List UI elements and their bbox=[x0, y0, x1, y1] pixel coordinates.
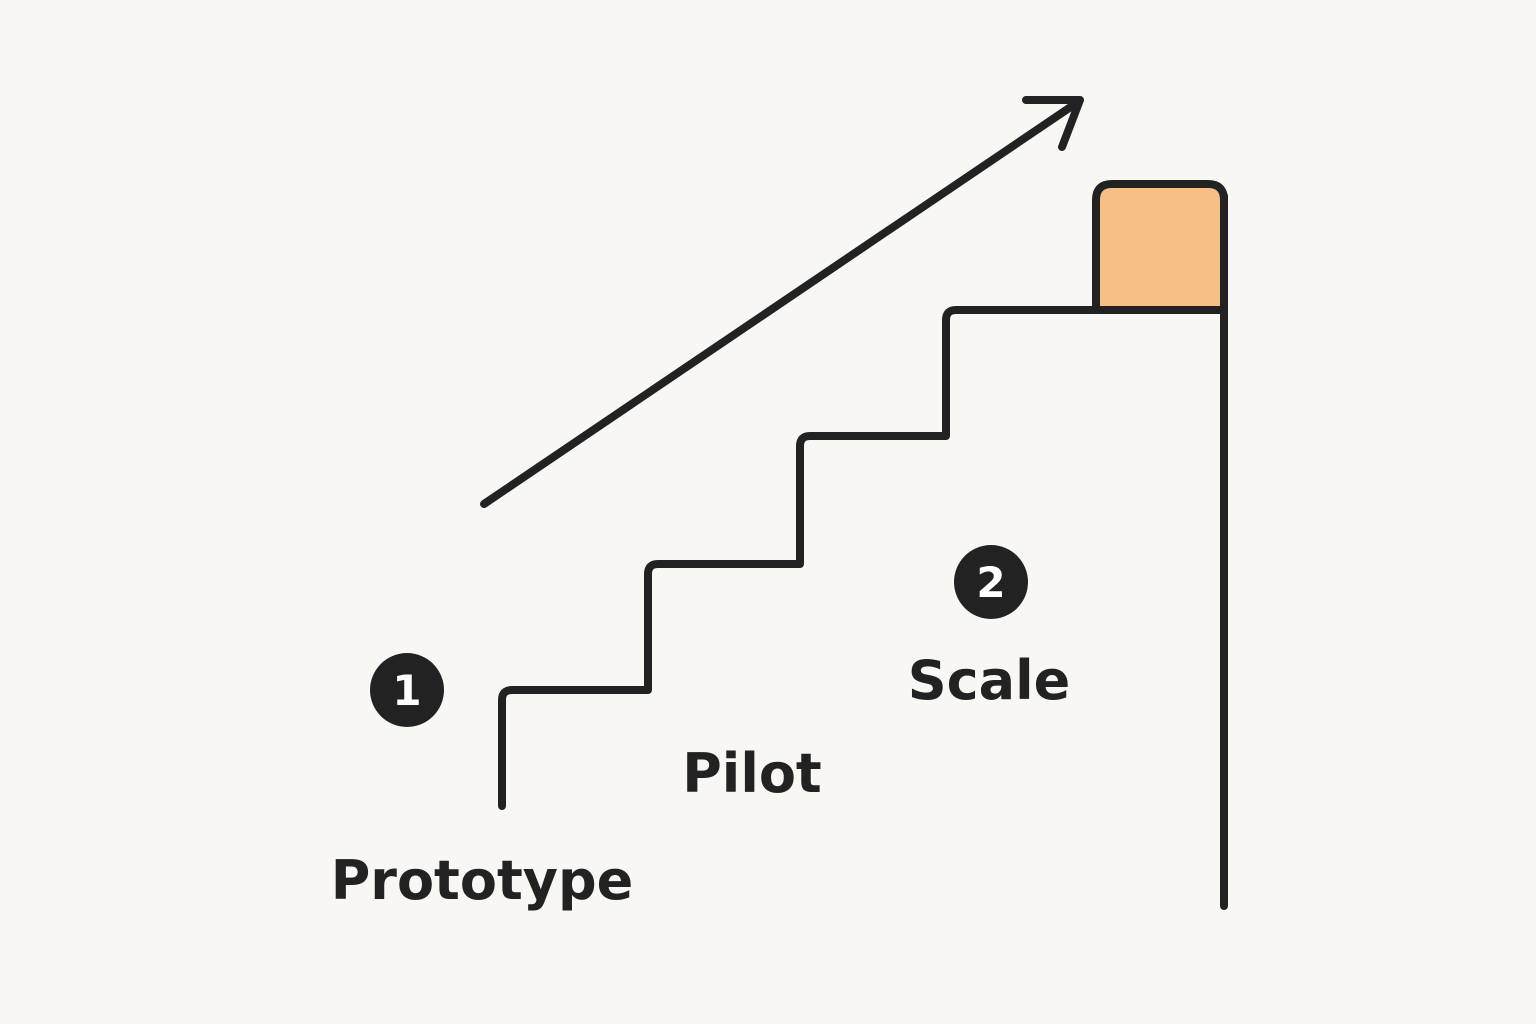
arrow-head bbox=[1022, 96, 1084, 151]
step-label-pilot: Pilot bbox=[682, 742, 822, 805]
arrow-up-right-icon bbox=[480, 96, 1084, 508]
step-label-scale: Scale bbox=[908, 649, 1070, 712]
arrow-shaft bbox=[480, 98, 1082, 508]
step-badge-2: 2 bbox=[954, 545, 1028, 619]
badge-number: 1 bbox=[392, 666, 421, 715]
staircase-outline bbox=[498, 306, 1228, 810]
step-label-prototype: Prototype bbox=[331, 849, 634, 912]
badge-number: 2 bbox=[976, 558, 1005, 607]
badge-circle bbox=[370, 653, 444, 727]
badge-circle bbox=[954, 545, 1028, 619]
goal-block-icon bbox=[1092, 180, 1228, 314]
step-badge-1: 1 bbox=[370, 653, 444, 727]
